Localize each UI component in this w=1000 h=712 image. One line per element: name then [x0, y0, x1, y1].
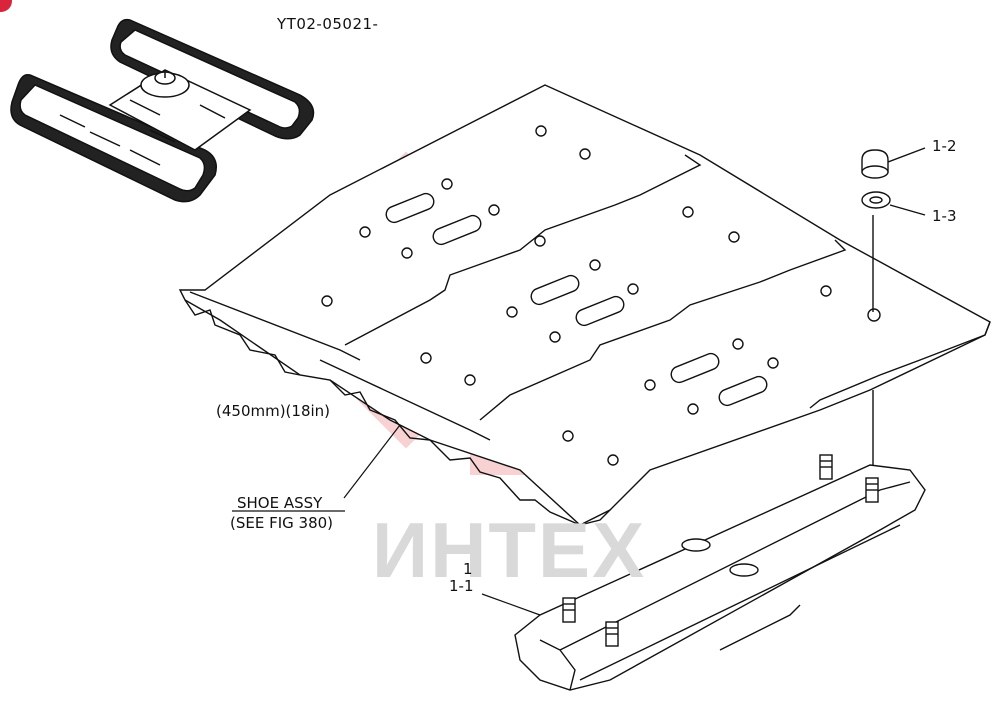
bolt-nut-washer — [861, 147, 926, 470]
label-part-1: 1 — [463, 560, 473, 578]
label-shoe-assy: SHOE ASSY — [237, 494, 323, 512]
track-link-part — [514, 454, 926, 691]
diagram-title: YT02-05021- — [277, 15, 379, 33]
track-assembly-thumbnail — [10, 18, 315, 203]
track-shoe-plates — [178, 84, 991, 526]
leader-lines — [232, 424, 541, 616]
label-size: (450mm)(18in) — [216, 402, 331, 420]
label-part-1-1: 1-1 — [449, 577, 474, 595]
label-see-fig: (SEE FIG 380) — [230, 514, 334, 532]
label-part-1-2: 1-2 — [932, 137, 957, 155]
watermark-text: ИНТЕХ — [372, 506, 647, 594]
label-part-1-3: 1-3 — [932, 207, 957, 225]
